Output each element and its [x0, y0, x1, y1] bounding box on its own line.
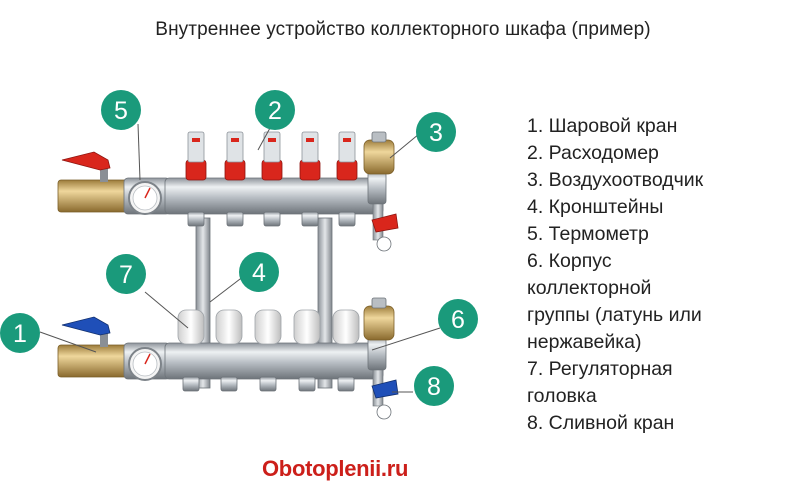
badge-2-label: 2	[268, 97, 282, 125]
legend-item: 5. Термометр	[527, 223, 649, 245]
legend-item: 3. Воздухоотводчик	[527, 169, 704, 191]
legend: 1. Шаровой кран 2. Расходомер 3. Воздухо…	[527, 113, 797, 437]
badge-8: 8	[414, 366, 454, 406]
legend-item: 4. Кронштейны	[527, 196, 664, 218]
badge-3-label: 3	[429, 119, 443, 147]
badge-7: 7	[106, 254, 146, 294]
badge-6-label: 6	[451, 306, 465, 334]
legend-item: коллекторной	[527, 277, 652, 299]
legend-item: головка	[527, 385, 597, 407]
badge-6: 6	[438, 299, 478, 339]
badge-5: 5	[101, 90, 141, 130]
badge-1-label: 1	[13, 320, 27, 348]
legend-item: 7. Регуляторная	[527, 358, 673, 380]
diagram-title: Внутреннее устройство коллекторного шкаф…	[155, 19, 651, 40]
badge-3: 3	[416, 112, 456, 152]
watermark-text: Obotoplenii.ru	[262, 456, 409, 481]
badge-4-label: 4	[252, 259, 266, 287]
legend-item: 6. Корпус	[527, 250, 612, 272]
leader-lines	[39, 123, 441, 393]
badge-4: 4	[239, 252, 279, 292]
badge-2: 2	[255, 90, 295, 130]
legend-item: группы (латунь или	[527, 304, 702, 326]
lower-manifold	[57, 297, 399, 420]
badge-7-label: 7	[119, 261, 133, 289]
badge-1: 1	[0, 313, 40, 353]
legend-item: 8. Сливной кран	[527, 412, 675, 434]
legend-item: 2. Расходомер	[527, 142, 659, 164]
badge-5-label: 5	[114, 97, 128, 125]
upper-manifold	[57, 131, 399, 252]
legend-item: нержавейка)	[527, 331, 642, 353]
badge-8-label: 8	[427, 373, 441, 401]
legend-item: 1. Шаровой кран	[527, 115, 678, 137]
